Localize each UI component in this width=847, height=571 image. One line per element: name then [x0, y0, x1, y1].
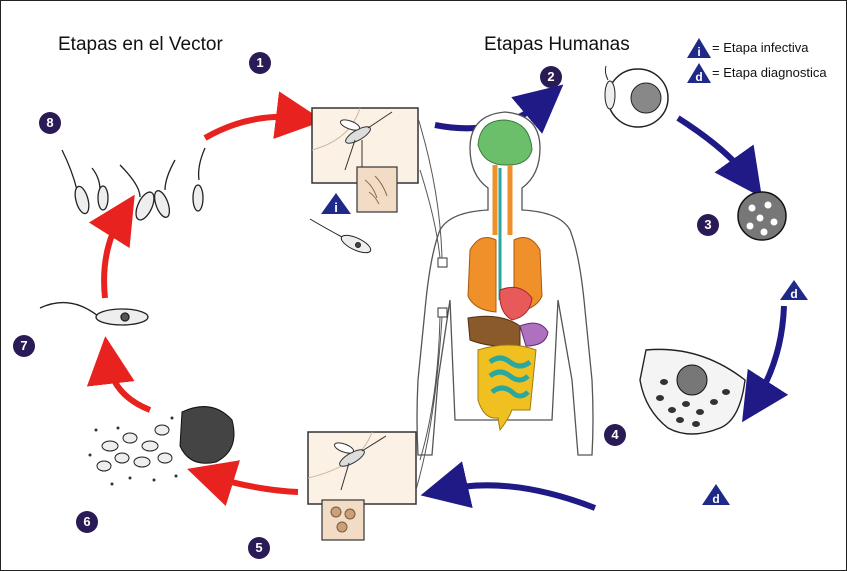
step-6-badge: 6 — [76, 511, 98, 533]
step-1-badge: 1 — [249, 52, 271, 74]
macrophage-icon-2 — [605, 66, 668, 127]
promastigote-cluster-8 — [62, 148, 205, 223]
arrow-8-to-1 — [205, 117, 300, 138]
svg-text:d: d — [712, 492, 719, 506]
arrow-2-to-3 — [678, 118, 748, 178]
svg-text:d: d — [790, 287, 797, 301]
arrow-5-to-6 — [210, 476, 298, 492]
step-5-badge: 5 — [248, 537, 270, 559]
arrow-6-to-7 — [108, 360, 150, 410]
diagnostic-marker-4: d — [702, 484, 730, 506]
svg-text:i: i — [334, 200, 338, 215]
human-body-icon — [417, 112, 593, 455]
arrow-4-to-5 — [444, 485, 595, 508]
arrow-3-to-4 — [755, 306, 784, 402]
skin-site-marker — [438, 308, 447, 317]
promastigote-7 — [40, 303, 148, 325]
amastigote-macrophage-4 — [640, 349, 745, 434]
sandfly-bite-box-1 — [312, 108, 418, 212]
step-2-badge: 2 — [540, 66, 562, 88]
infective-marker-1: i — [321, 193, 351, 215]
macrophage-icon-3 — [738, 192, 786, 240]
step-3-badge: 3 — [697, 214, 719, 236]
arrow-7-to-8 — [104, 215, 122, 298]
promastigote-icon — [310, 219, 373, 256]
skin-site-marker — [438, 258, 447, 267]
diagnostic-marker-3: d — [780, 280, 808, 301]
sandfly-bite-box-5 — [308, 432, 416, 540]
step-8-badge: 8 — [39, 112, 61, 134]
step-7-badge: 7 — [13, 335, 35, 357]
step-4-badge: 4 — [604, 424, 626, 446]
